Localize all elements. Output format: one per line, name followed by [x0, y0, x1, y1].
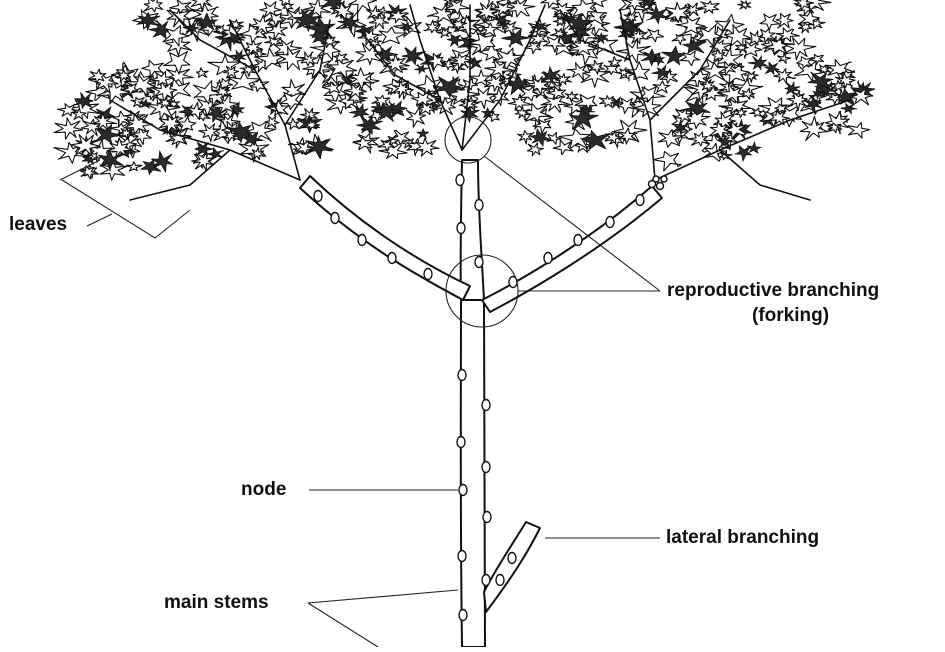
leaves-leader [62, 180, 190, 238]
main-stem-leader-1 [308, 590, 458, 603]
label-reproductive-branching: reproductive branching [667, 280, 879, 302]
label-node: node [241, 479, 286, 501]
upper-fork-leader [484, 156, 660, 291]
label-leaves: leaves [9, 214, 67, 236]
lower-main-stem [461, 300, 485, 647]
lateral-branch [484, 522, 540, 612]
label-forking: (forking) [752, 305, 829, 327]
left-fork-branch [300, 176, 470, 300]
right-fork-branch [482, 186, 662, 312]
fruit-cluster [649, 176, 668, 190]
callouts [60, 117, 660, 647]
leaf-canopy [54, 0, 875, 180]
stems [300, 160, 662, 647]
leaves-label-line [87, 214, 112, 226]
main-stem-leader-2 [308, 603, 378, 647]
label-main-stems: main stems [164, 592, 269, 614]
label-lateral-branching: lateral branching [666, 527, 819, 549]
